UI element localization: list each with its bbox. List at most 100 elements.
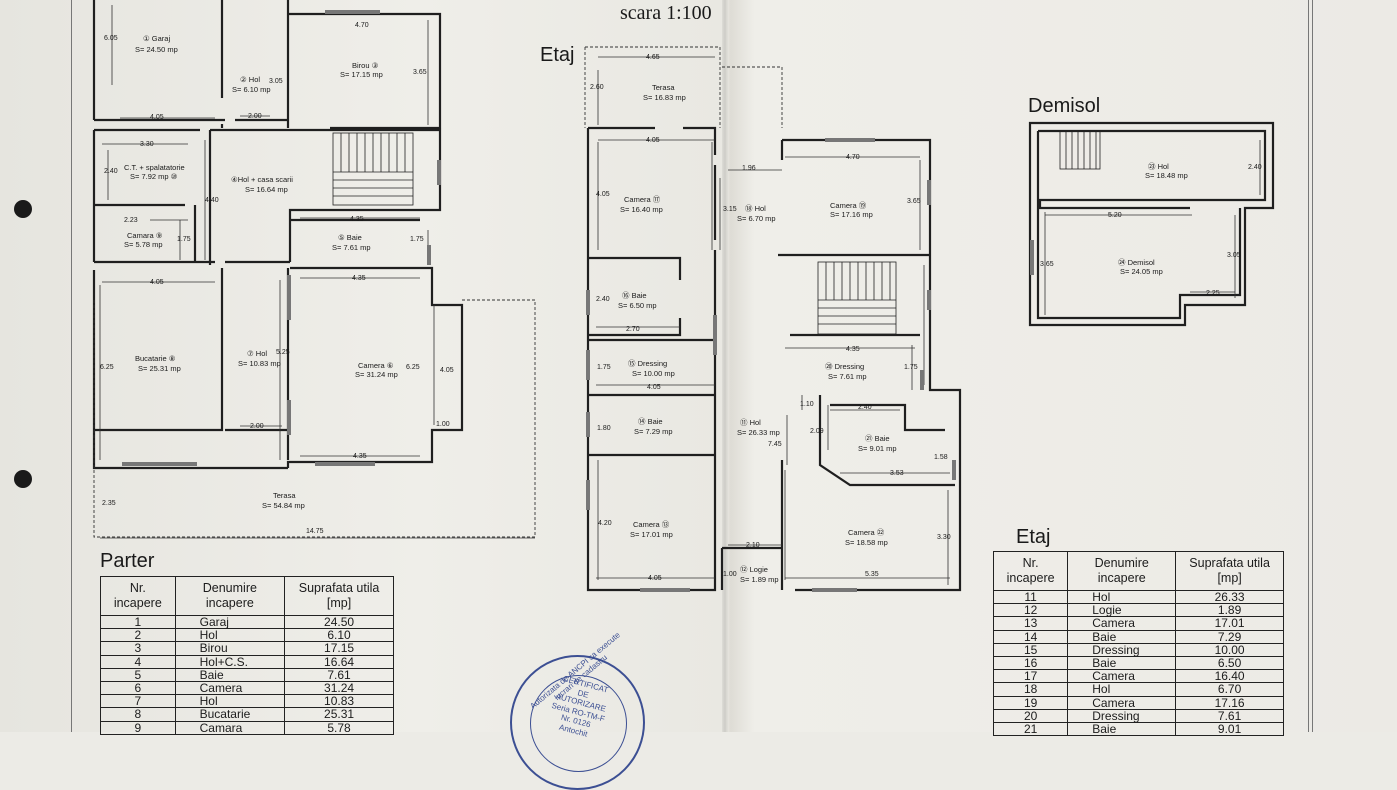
- hol2-label: ② Hol: [240, 75, 260, 84]
- garaj-area: S= 24.50 mp: [135, 45, 178, 54]
- dim: 2.09: [810, 428, 824, 435]
- etaj-terasa-label: Terasa: [652, 83, 675, 92]
- floor-plans-drawing: ① Garaj S= 24.50 mp ② Hol S= 6.10 mp Bir…: [92, 0, 1275, 592]
- punch-hole-bottom: [14, 470, 32, 488]
- col-suprafata: Suprafata utila [mp]: [284, 576, 394, 616]
- right-border-line-2: [1312, 0, 1313, 732]
- dim: 4.05: [646, 137, 660, 144]
- dim: 4.70: [846, 154, 860, 161]
- cell-area: 10.83: [284, 694, 394, 709]
- cell-name: Hol+C.S.: [174, 654, 286, 669]
- demisol-heading: Demisol: [1028, 95, 1101, 117]
- dim: 3.05: [1227, 252, 1241, 259]
- cell-nr: 14: [992, 629, 1069, 644]
- cell-area: 7.61: [1175, 708, 1284, 724]
- dim: 2.40: [858, 404, 872, 411]
- baie14-label: ⑭ Baie: [638, 417, 663, 426]
- dim: 4.05: [648, 575, 662, 582]
- dim: 4.35: [353, 453, 367, 460]
- cell-area: 31.24: [284, 681, 394, 696]
- cell-nr: 8: [100, 707, 176, 722]
- cell-nr: 16: [992, 656, 1069, 671]
- garaj-label: ① Garaj: [143, 34, 170, 43]
- baie21-area: S= 9.01 mp: [858, 444, 897, 453]
- paper-fold: [722, 0, 728, 732]
- dim: 6.25: [100, 364, 114, 371]
- baie14-area: S= 7.29 mp: [634, 427, 673, 436]
- dim: 4.35: [352, 275, 366, 282]
- cell-name: Camera: [1067, 669, 1177, 684]
- cell-name: Camera: [174, 681, 286, 696]
- hol4-area: S= 16.64 mp: [245, 185, 288, 194]
- col-suprafata: Suprafata utila [mp]: [1175, 551, 1284, 591]
- hol11-area: S= 26.33 mp: [737, 428, 780, 437]
- birou-label: Birou ③: [352, 61, 379, 70]
- cell-name: Garaj: [174, 614, 286, 630]
- cell-nr: 17: [992, 669, 1069, 684]
- col-nr: Nr. incapere: [992, 551, 1069, 591]
- cell-area: 1.89: [1175, 603, 1284, 618]
- dim: 4.05: [596, 191, 610, 198]
- dim: 4.20: [598, 520, 612, 527]
- dim: 2.40: [104, 168, 118, 175]
- dim: 1.96: [742, 165, 756, 172]
- cam13-label: Camera ⑬: [633, 520, 670, 529]
- dim: 2.25: [1206, 290, 1220, 297]
- cell-nr: 15: [992, 642, 1069, 658]
- dim: 4.40: [205, 197, 219, 204]
- cell-nr: 20: [992, 708, 1069, 724]
- dim: 14.75: [306, 528, 324, 535]
- dim: 2.10: [746, 542, 760, 549]
- hol18-label: ⑱ Hol: [745, 204, 766, 213]
- ct-label: C.T. + spalatatorie: [124, 163, 185, 172]
- bucatarie-label: Bucatarie ⑧: [135, 354, 176, 363]
- dim: 3.65: [1040, 261, 1054, 268]
- scale-label: scara 1:100: [620, 2, 712, 24]
- parter-heading: Parter: [100, 550, 155, 572]
- cell-area: 17.01: [1175, 616, 1284, 631]
- dress20-label: ⑳ Dressing: [825, 362, 864, 371]
- cam22-label: Camera ㉒: [848, 528, 885, 537]
- etaj-table-heading: Etaj: [1016, 526, 1051, 548]
- cell-nr: 6: [100, 681, 176, 696]
- cell-nr: 2: [100, 628, 176, 643]
- dim: 3.53: [890, 470, 904, 477]
- logie12-area: S= 1.89 mp: [740, 575, 779, 584]
- dim: 6.25: [406, 364, 420, 371]
- cell-area: 7.61: [284, 667, 394, 683]
- dim: 2.40: [596, 296, 610, 303]
- hol7-label: ⑦ Hol: [247, 349, 267, 358]
- cell-name: Hol: [1067, 589, 1177, 605]
- terasa-label: Terasa: [273, 491, 296, 500]
- dim: 5.35: [865, 571, 879, 578]
- left-border-line: [71, 0, 72, 732]
- etaj-floor-plan: Terasa S= 16.83 mp Camera ⑰ S= 16.40 mp …: [584, 46, 962, 592]
- cam13-area: S= 17.01 mp: [630, 530, 673, 539]
- cell-name: Baie: [174, 667, 286, 683]
- cell-area: 24.50: [284, 614, 394, 630]
- dim: 1.58: [934, 454, 948, 461]
- hol23-area: S= 18.48 mp: [1145, 171, 1188, 180]
- hol18-area: S= 6.70 mp: [737, 214, 776, 223]
- cell-area: 25.31: [284, 707, 394, 722]
- col-denumire: Denumire incapere: [174, 576, 286, 616]
- cell-name: Baie: [1067, 629, 1177, 644]
- logie12-label: ⑫ Logie: [740, 565, 768, 574]
- dim: 3.15: [723, 206, 737, 213]
- dim: 4.05: [150, 114, 164, 121]
- dim: 3.65: [907, 198, 921, 205]
- cell-area: 17.16: [1175, 695, 1284, 710]
